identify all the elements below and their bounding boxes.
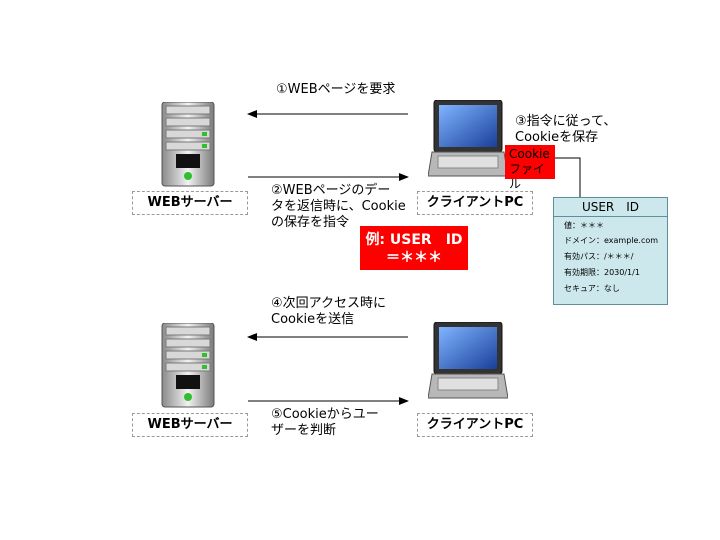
user-id-row-secure: セキュア：なし bbox=[564, 284, 620, 293]
cookie-panel-connector bbox=[555, 157, 581, 198]
example-user-id-badge: 例: USER ID ＝＊＊＊ bbox=[360, 226, 468, 270]
user-id-panel-title: USER ID bbox=[554, 198, 667, 217]
laptop-icon-top bbox=[427, 99, 509, 190]
server-tower-icon-top bbox=[160, 101, 216, 192]
laptop-icon-bottom bbox=[427, 321, 509, 412]
step1-text: ①WEBページを要求 bbox=[276, 82, 396, 97]
server-tower-icon-bottom bbox=[160, 322, 216, 413]
user-id-panel: USER ID 値：＊＊＊ ドメイン：example.com 有効パス：/＊＊＊… bbox=[553, 197, 668, 305]
step4-text: ④次回アクセス時に Cookieを送信 bbox=[271, 296, 387, 327]
user-id-row-expires: 有効期限：2030/1/1 bbox=[564, 268, 640, 277]
client-label-bottom: クライアントPC bbox=[417, 413, 533, 437]
step2-text: ②WEBページのデー タを返信時に、Cookie の保存を指令 bbox=[271, 183, 406, 230]
user-id-row-value: 値：＊＊＊ bbox=[564, 221, 604, 230]
user-id-row-path: 有効パス：/＊＊＊/ bbox=[564, 252, 634, 261]
step5-text: ⑤Cookieからユー ザーを判断 bbox=[271, 407, 379, 438]
user-id-row-domain: ドメイン：example.com bbox=[564, 236, 659, 245]
server-label-top: WEBサーバー bbox=[132, 191, 248, 215]
cookie-file-badge: Cookie ファイル bbox=[505, 145, 555, 191]
step3-text: ③指令に従って、 Cookieを保存 bbox=[515, 114, 617, 145]
server-label-bottom: WEBサーバー bbox=[132, 413, 248, 437]
client-label-top: クライアントPC bbox=[417, 191, 533, 215]
